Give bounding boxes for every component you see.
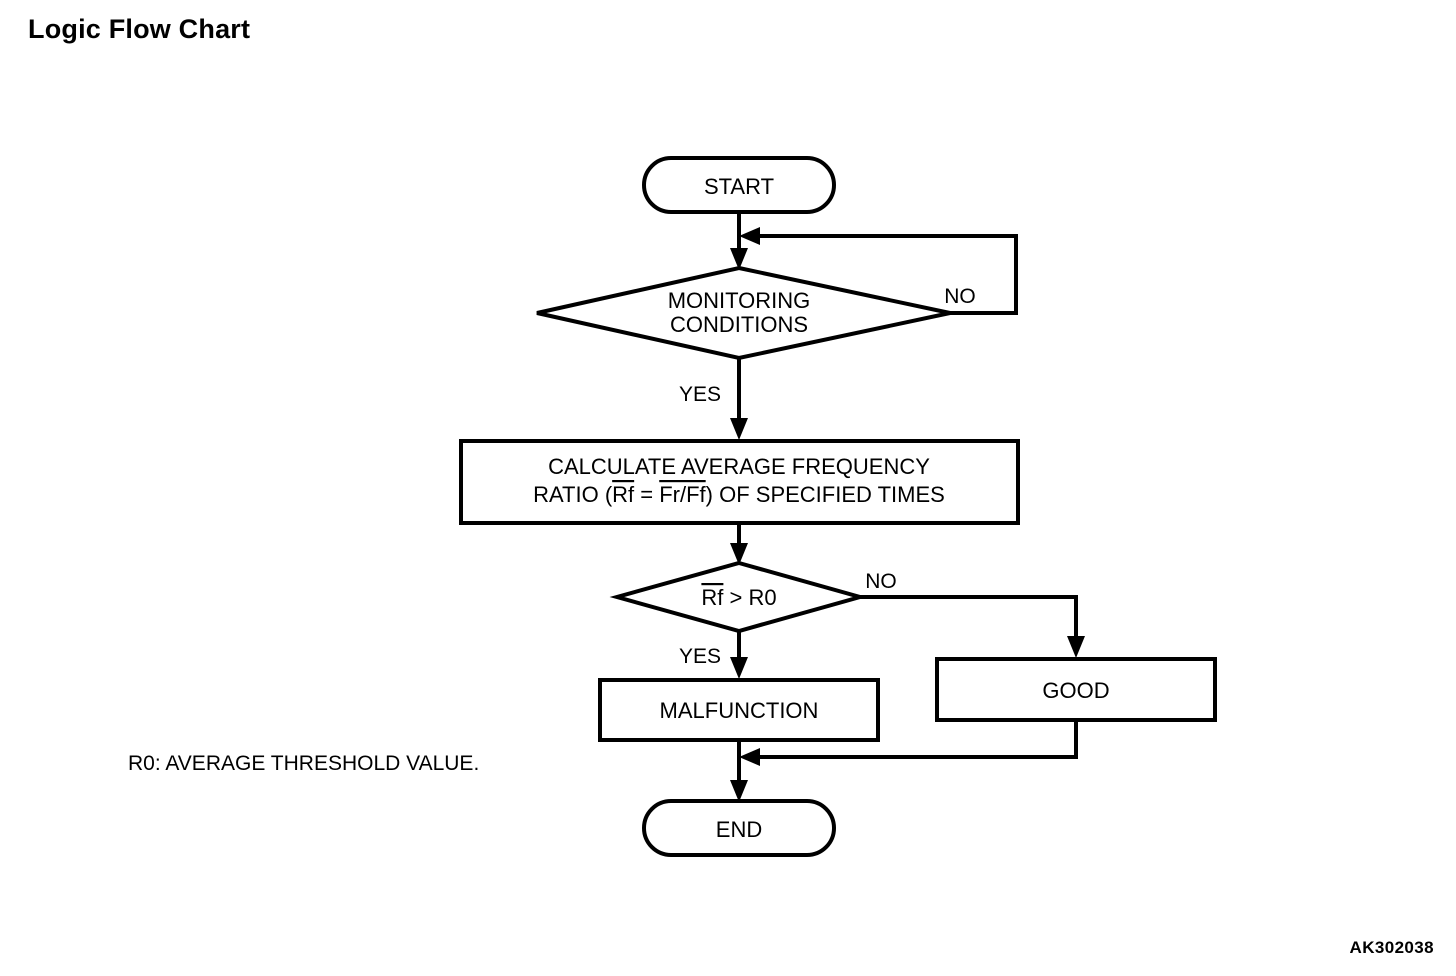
malfunction-shape: [598, 678, 880, 742]
edge-calculate-to-compare: [730, 523, 748, 565]
calculate-shape: [459, 439, 1020, 525]
node-calculate[interactable]: CALCULATE AVERAGE FREQUENCY RATIO (Rf = …: [459, 439, 1020, 525]
calculate-label-line2: RATIO (Rf = Fr/Ff) OF SPECIFIED TIMES: [533, 482, 945, 507]
compare-label-rf: Rf: [701, 585, 724, 610]
figure-id: AK302038: [1349, 938, 1434, 957]
edge-line: [756, 720, 1078, 759]
start-label: START: [704, 174, 774, 199]
edge-good-to-end: [739, 720, 1078, 766]
branch-label-monitoring-no: NO: [944, 285, 976, 308]
arrowhead-icon: [739, 748, 760, 766]
node-compare[interactable]: Rf > R0: [609, 560, 868, 634]
arrowhead-icon: [739, 227, 760, 245]
edge-start-to-monitoring: [730, 212, 748, 270]
arrowhead-icon: [730, 780, 748, 802]
edge-line: [860, 595, 1078, 646]
node-good[interactable]: GOOD: [935, 657, 1217, 722]
edge-monitoring-no-loop: NO: [739, 227, 1018, 315]
arrowhead-icon: [730, 543, 748, 565]
branch-label-compare-yes: YES: [679, 645, 721, 668]
good-label: GOOD: [1042, 678, 1109, 703]
edge-compare-no: NO: [860, 570, 1085, 658]
arrowhead-icon: [1067, 636, 1085, 658]
edge-line: [756, 234, 1018, 315]
compare-label-rest: > R0: [723, 585, 776, 610]
calculate-line2-frff: Fr/Ff: [659, 482, 706, 507]
node-start[interactable]: START: [642, 156, 836, 214]
arrowhead-icon: [730, 657, 748, 679]
calculate-line2-post: ) OF SPECIFIED TIMES: [706, 482, 945, 507]
end-label: END: [716, 817, 762, 842]
branch-label-monitoring-yes: YES: [679, 383, 721, 406]
calculate-label-line1: CALCULATE AVERAGE FREQUENCY: [548, 454, 930, 479]
end-shape: [642, 799, 836, 857]
node-monitoring-conditions[interactable]: MONITORING CONDITIONS: [536, 265, 951, 361]
node-end[interactable]: END: [642, 799, 836, 857]
arrowhead-icon: [730, 248, 748, 270]
monitoring-label-line2: CONDITIONS: [670, 312, 808, 337]
edge-malfunction-to-end: [730, 740, 748, 802]
calculate-line2-rf: Rf: [612, 482, 635, 507]
good-shape: [935, 657, 1217, 722]
edge-monitoring-yes: YES: [679, 358, 748, 440]
compare-label: Rf > R0: [701, 585, 776, 610]
edge-compare-yes: YES: [679, 631, 748, 679]
legend-note: R0: AVERAGE THRESHOLD VALUE.: [128, 752, 480, 775]
monitoring-label-line1: MONITORING: [668, 288, 811, 313]
page-title: Logic Flow Chart: [28, 14, 251, 44]
calculate-line2-eq: =: [634, 482, 659, 507]
malfunction-label: MALFUNCTION: [660, 698, 819, 723]
branch-label-compare-no: NO: [865, 570, 897, 593]
node-malfunction[interactable]: MALFUNCTION: [598, 678, 880, 742]
calculate-line2-pre: RATIO (: [533, 482, 613, 507]
arrowhead-icon: [730, 418, 748, 440]
